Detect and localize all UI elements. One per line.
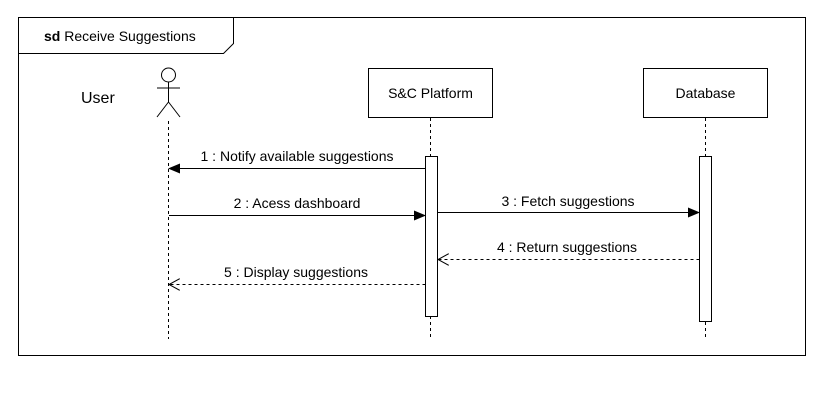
lifeline-head-platform	[368, 68, 493, 118]
activation-platform	[425, 156, 438, 317]
actor-label: User	[81, 90, 115, 107]
message-1-label: 1 : Notify available suggestions	[201, 148, 394, 164]
diagram-frame	[18, 17, 806, 356]
message-2-label: 2 : Acess dashboard	[234, 195, 361, 211]
message-4-label: 4 : Return suggestions	[497, 239, 637, 255]
lifeline-label-database: Database	[676, 85, 736, 101]
frame-name: Receive Suggestions	[64, 28, 196, 44]
lifeline-label-platform: S&C Platform	[388, 85, 473, 101]
message-5-label: 5 : Display suggestions	[224, 264, 368, 280]
actor-head-icon	[161, 67, 176, 83]
frame-label: sd Receive Suggestions	[44, 28, 196, 44]
actor-user	[156, 67, 181, 118]
frame-keyword: sd	[44, 28, 60, 44]
message-3-label: 3 : Fetch suggestions	[501, 193, 634, 209]
activation-database	[699, 156, 712, 322]
lifeline-head-database	[643, 68, 768, 118]
frame-label-tab	[18, 17, 234, 54]
